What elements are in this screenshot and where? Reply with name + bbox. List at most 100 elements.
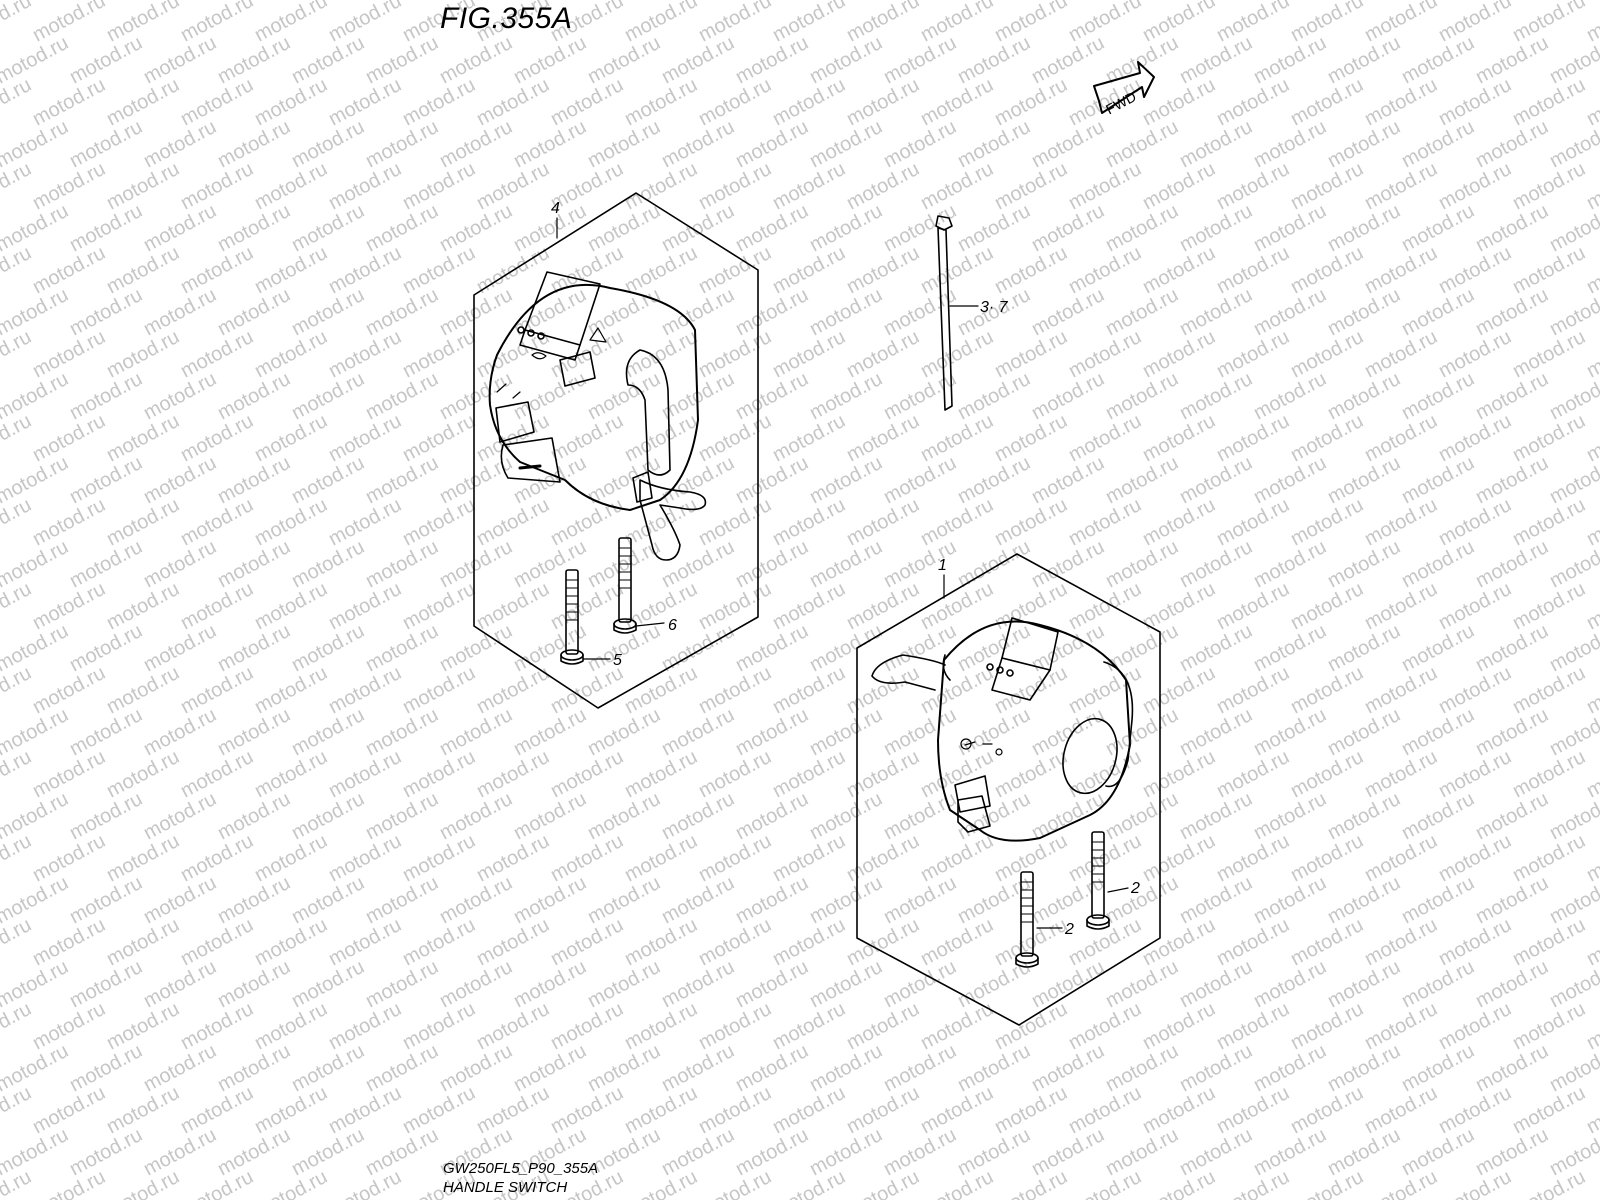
watermark-text: motod.ru	[695, 74, 775, 130]
watermark-text: motod.ru	[251, 242, 331, 298]
watermark-text: motod.ru	[769, 158, 849, 214]
watermark-text: motod.ru	[140, 536, 220, 592]
watermark-text: motod.ru	[843, 1166, 923, 1200]
watermark-text: motod.ru	[880, 956, 960, 1012]
watermark-text: motod.ru	[66, 1124, 146, 1180]
watermark-text: motod.ru	[1287, 914, 1367, 970]
watermark-text: motod.ru	[325, 746, 405, 802]
watermark-text: motod.ru	[140, 1040, 220, 1096]
watermark-text: motod.ru	[1583, 578, 1600, 634]
watermark-text: motod.ru	[510, 452, 590, 508]
watermark-text: motod.ru	[103, 74, 183, 130]
watermark-text: motod.ru	[547, 494, 627, 550]
watermark-text: motod.ru	[621, 494, 701, 550]
watermark-text: motod.ru	[325, 74, 405, 130]
watermark-text: motod.ru	[1324, 284, 1404, 340]
watermark-text: motod.ru	[547, 326, 627, 382]
watermark-text: motod.ru	[510, 956, 590, 1012]
watermark-text: motod.ru	[584, 32, 664, 88]
watermark-text: motod.ru	[880, 704, 960, 760]
watermark-text: motod.ru	[362, 368, 442, 424]
watermark-text: motod.ru	[66, 368, 146, 424]
watermark-text: motod.ru	[66, 452, 146, 508]
watermark-text: motod.ru	[806, 704, 886, 760]
watermark-text: motod.ru	[954, 704, 1034, 760]
callout-label-4: 4	[551, 200, 560, 217]
watermark-text: motod.ru	[1435, 830, 1515, 886]
watermark-text: motod.ru	[1287, 242, 1367, 298]
watermark-text: motod.ru	[251, 1082, 331, 1138]
watermark-text: motod.ru	[1028, 956, 1108, 1012]
watermark-text: motod.ru	[399, 326, 479, 382]
watermark-text: motod.ru	[473, 578, 553, 634]
watermark-text: motod.ru	[695, 1082, 775, 1138]
watermark-text: motod.ru	[1509, 0, 1589, 46]
watermark-text: motod.ru	[399, 914, 479, 970]
watermark-text: motod.ru	[843, 494, 923, 550]
watermark-text: motod.ru	[1435, 158, 1515, 214]
watermark-text: motod.ru	[880, 536, 960, 592]
watermark-text: motod.ru	[658, 116, 738, 172]
callout-label-1: 1	[938, 557, 947, 574]
watermark-text: motod.ru	[917, 0, 997, 46]
watermark-text: motod.ru	[695, 494, 775, 550]
watermark-text: motod.ru	[510, 1040, 590, 1096]
watermark-text: motod.ru	[769, 494, 849, 550]
watermark-text: motod.ru	[1324, 536, 1404, 592]
watermark-text: motod.ru	[177, 0, 257, 46]
watermark-text: motod.ru	[1509, 662, 1589, 718]
watermark-text: motod.ru	[214, 704, 294, 760]
watermark-text: motod.ru	[1435, 746, 1515, 802]
watermark-text: motod.ru	[29, 494, 109, 550]
watermark-text: motod.ru	[769, 830, 849, 886]
watermark-text: motod.ru	[917, 494, 997, 550]
watermark-text: motod.ru	[991, 998, 1071, 1054]
watermark-text: motod.ru	[658, 1124, 738, 1180]
watermark-text: motod.ru	[1287, 578, 1367, 634]
screw-2-left[interactable]	[1015, 871, 1039, 968]
right-switch-assembly[interactable]	[871, 617, 1134, 842]
watermark-text: motod.ru	[436, 1040, 516, 1096]
figure-name: HANDLE SWITCH	[443, 1179, 568, 1196]
watermark-text: motod.ru	[1065, 1082, 1145, 1138]
watermark-text: motod.ru	[1472, 1124, 1552, 1180]
watermark-text: motod.ru	[695, 998, 775, 1054]
watermark-text: motod.ru	[399, 1082, 479, 1138]
watermark-text: motod.ru	[29, 662, 109, 718]
watermark-text: motod.ru	[362, 284, 442, 340]
watermark-text: motod.ru	[1065, 158, 1145, 214]
watermark-text: motod.ru	[1065, 998, 1145, 1054]
watermark-text: motod.ru	[29, 0, 109, 46]
watermark-text: motod.ru	[843, 830, 923, 886]
watermark-text: motod.ru	[177, 242, 257, 298]
watermark-text: motod.ru	[991, 326, 1071, 382]
watermark-text: motod.ru	[1287, 662, 1367, 718]
watermark-text: motod.ru	[695, 746, 775, 802]
watermark-text: motod.ru	[177, 1082, 257, 1138]
watermark-text: motod.ru	[1398, 1040, 1478, 1096]
watermark-text: motod.ru	[140, 200, 220, 256]
watermark-text: motod.ru	[66, 788, 146, 844]
watermark-text: motod.ru	[843, 326, 923, 382]
watermark-text: motod.ru	[140, 872, 220, 928]
watermark-text: motod.ru	[1176, 872, 1256, 928]
watermark-text: motod.ru	[1435, 1166, 1515, 1200]
watermark-text: motod.ru	[214, 1040, 294, 1096]
screw-2-right[interactable]	[1086, 831, 1110, 930]
watermark-text: motod.ru	[1287, 74, 1367, 130]
watermark-text: motod.ru	[843, 242, 923, 298]
watermark-text: motod.ru	[1176, 1124, 1256, 1180]
watermark-text: motod.ru	[991, 0, 1071, 46]
watermark-text: motod.ru	[362, 1124, 442, 1180]
left-switch-assembly[interactable]	[488, 271, 707, 561]
watermark-text: motod.ru	[103, 0, 183, 46]
watermark-text: motod.ru	[1065, 494, 1145, 550]
screw-5[interactable]	[560, 569, 584, 665]
watermark-text: motod.ru	[584, 704, 664, 760]
screw-6[interactable]	[613, 537, 637, 634]
cable-tie[interactable]	[935, 215, 953, 411]
watermark-text: motod.ru	[1472, 116, 1552, 172]
watermark-text: motod.ru	[177, 494, 257, 550]
watermark-text: motod.ru	[1213, 914, 1293, 970]
watermark-text: motod.ru	[1028, 200, 1108, 256]
